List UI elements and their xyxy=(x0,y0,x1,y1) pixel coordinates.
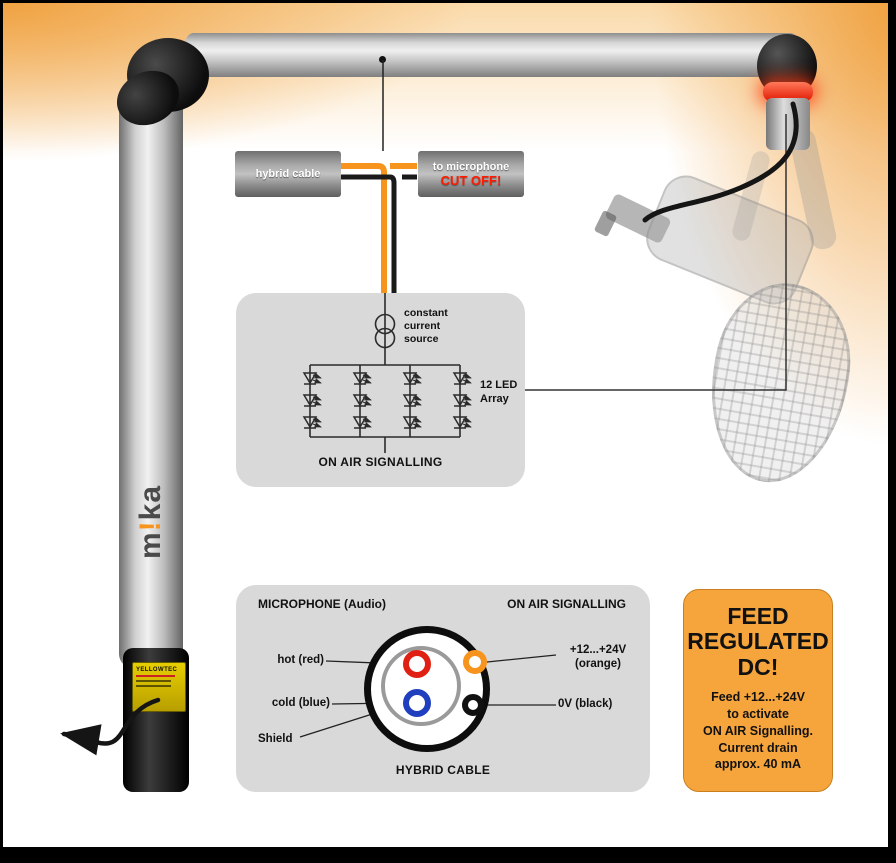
to-microphone-label: to microphone xyxy=(432,160,510,173)
shield-label: Shield xyxy=(258,733,293,745)
led-icon xyxy=(354,417,371,428)
zero-volt-label: 0V (black) xyxy=(558,698,613,710)
label-line xyxy=(136,685,171,687)
feed-title-line1: FEED xyxy=(727,603,789,629)
cold-label: cold (blue) xyxy=(271,697,330,709)
label-red-line xyxy=(136,675,176,677)
cut-off-label: CUT OFF! xyxy=(440,172,502,188)
on-air-signalling-header: ON AIR SIGNALLING xyxy=(507,597,626,611)
led-icon xyxy=(454,395,471,406)
label-line xyxy=(136,680,171,682)
led-icon xyxy=(404,417,421,428)
feed-title-line2: REGULATED xyxy=(687,628,829,655)
hot-label: hot (red) xyxy=(277,654,324,666)
on-air-led-ring xyxy=(763,82,813,102)
logo-bang: ! xyxy=(134,520,167,532)
mic-mount-post xyxy=(766,98,810,150)
yellowtec-label-text: YELLOWTEC xyxy=(136,667,178,673)
cable-jacket-left: hybrid cable xyxy=(235,151,341,197)
cold-conductor xyxy=(403,689,431,717)
on-air-circuit-box: constant current source 12 LED Array ON … xyxy=(236,293,525,487)
led-circuit-schematic xyxy=(236,293,525,453)
hybrid-cable-label: hybrid cable xyxy=(255,168,321,180)
led-icon xyxy=(304,395,321,406)
yellowtec-label: YELLOWTEC xyxy=(132,662,186,712)
feed-body: Feed +12...+24V to activate ON AIR Signa… xyxy=(703,689,813,772)
microphone-audio-header: MICROPHONE (Audio) xyxy=(258,597,386,611)
led-icon xyxy=(404,395,421,406)
circuit-caption: ON AIR SIGNALLING xyxy=(318,455,443,469)
led-icon xyxy=(304,373,321,384)
hybrid-cable-caption: HYBRID CABLE xyxy=(395,763,491,777)
led-icon xyxy=(454,373,471,384)
boom-arm-vertical xyxy=(119,88,183,668)
logo-m: m xyxy=(134,531,167,560)
feed-regulated-dc-box: FEED REGULATED DC! Feed +12...+24V to ac… xyxy=(683,589,833,792)
supply-conductor xyxy=(463,650,487,674)
cable-jacket-right: to microphone CUT OFF! xyxy=(418,151,524,197)
led-icon xyxy=(354,373,371,384)
led-array-label: 12 LED Array xyxy=(480,379,518,405)
boom-arm-horizontal xyxy=(186,33,798,77)
supply-label: +12...+24V (orange) xyxy=(569,644,627,671)
led-icon xyxy=(404,373,421,384)
mika-logo: m!ka xyxy=(131,467,171,577)
zero-volt-conductor xyxy=(462,694,484,716)
hot-conductor xyxy=(403,650,431,678)
feed-title-line3: DC! xyxy=(737,653,779,680)
led-icon xyxy=(354,395,371,406)
cable-tap-dot xyxy=(379,56,386,63)
led-icon xyxy=(454,417,471,428)
led-icon xyxy=(304,417,321,428)
cable-cross-section-box: MICROPHONE (Audio) ON AIR SIGNALLING hot… xyxy=(236,585,650,792)
logo-ka: ka xyxy=(134,484,167,521)
current-source-label: constant current source xyxy=(404,307,448,346)
current-source-icon xyxy=(374,313,396,335)
